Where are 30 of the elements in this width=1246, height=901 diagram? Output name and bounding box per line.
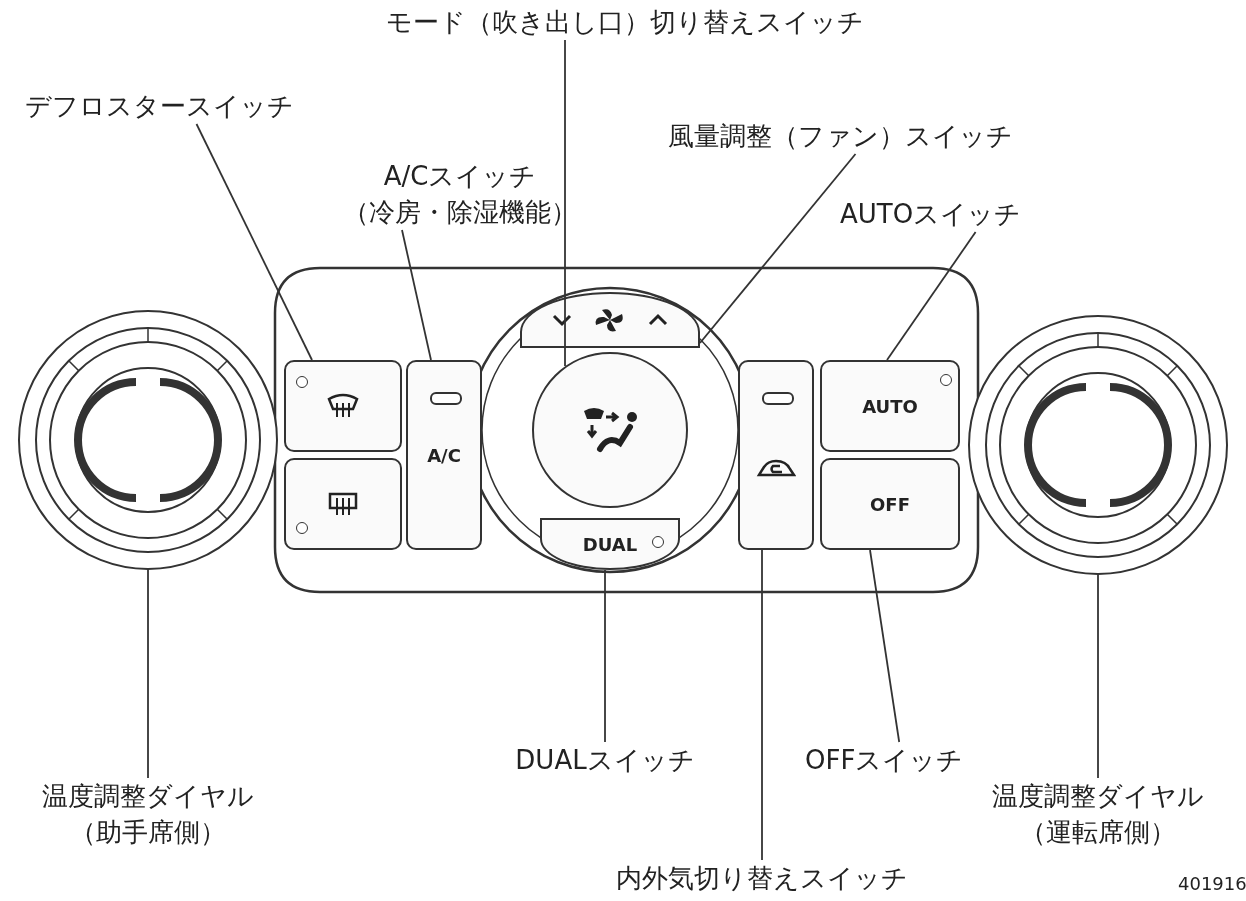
figure-number: 401916	[1178, 872, 1246, 896]
leader-line	[761, 549, 763, 861]
leader-line	[1097, 574, 1099, 779]
callout-label: OFFスイッチ	[805, 742, 964, 778]
callout-label: AUTOスイッチ	[840, 196, 1022, 232]
leader-line	[401, 229, 432, 361]
leader-line	[604, 569, 606, 743]
leader-line	[869, 549, 901, 743]
rear-defroster-button	[284, 458, 402, 550]
callout-label: 内外気切り替えスイッチ	[616, 860, 908, 896]
ac-button: A/C	[406, 360, 482, 550]
recirculation-button	[738, 360, 814, 550]
callout-sublabel: （助手席側）	[69, 816, 227, 849]
callout-label: 温度調整ダイヤル	[992, 780, 1204, 813]
leader-line	[886, 231, 977, 361]
callout-sublabel: （運転席側）	[1019, 816, 1177, 849]
off-button: OFF	[820, 458, 960, 550]
callout-label: 温度調整ダイヤル	[42, 780, 254, 813]
callout-label: モード（吹き出し口）切り替えスイッチ	[386, 4, 864, 40]
leader-line	[195, 123, 313, 361]
callout-label: 風量調整（ファン）スイッチ	[668, 118, 1013, 154]
leader-line	[147, 569, 149, 779]
auto-button: AUTO	[820, 360, 960, 452]
leader-line	[564, 39, 566, 367]
callout-label: DUALスイッチ	[515, 742, 695, 778]
defroster-button	[284, 360, 402, 452]
callout-sublabel: （冷房・除湿機能）	[343, 196, 577, 229]
callout-label: A/Cスイッチ	[382, 160, 538, 193]
callout-label: デフロスタースイッチ	[25, 88, 294, 124]
leader-line	[699, 153, 857, 344]
